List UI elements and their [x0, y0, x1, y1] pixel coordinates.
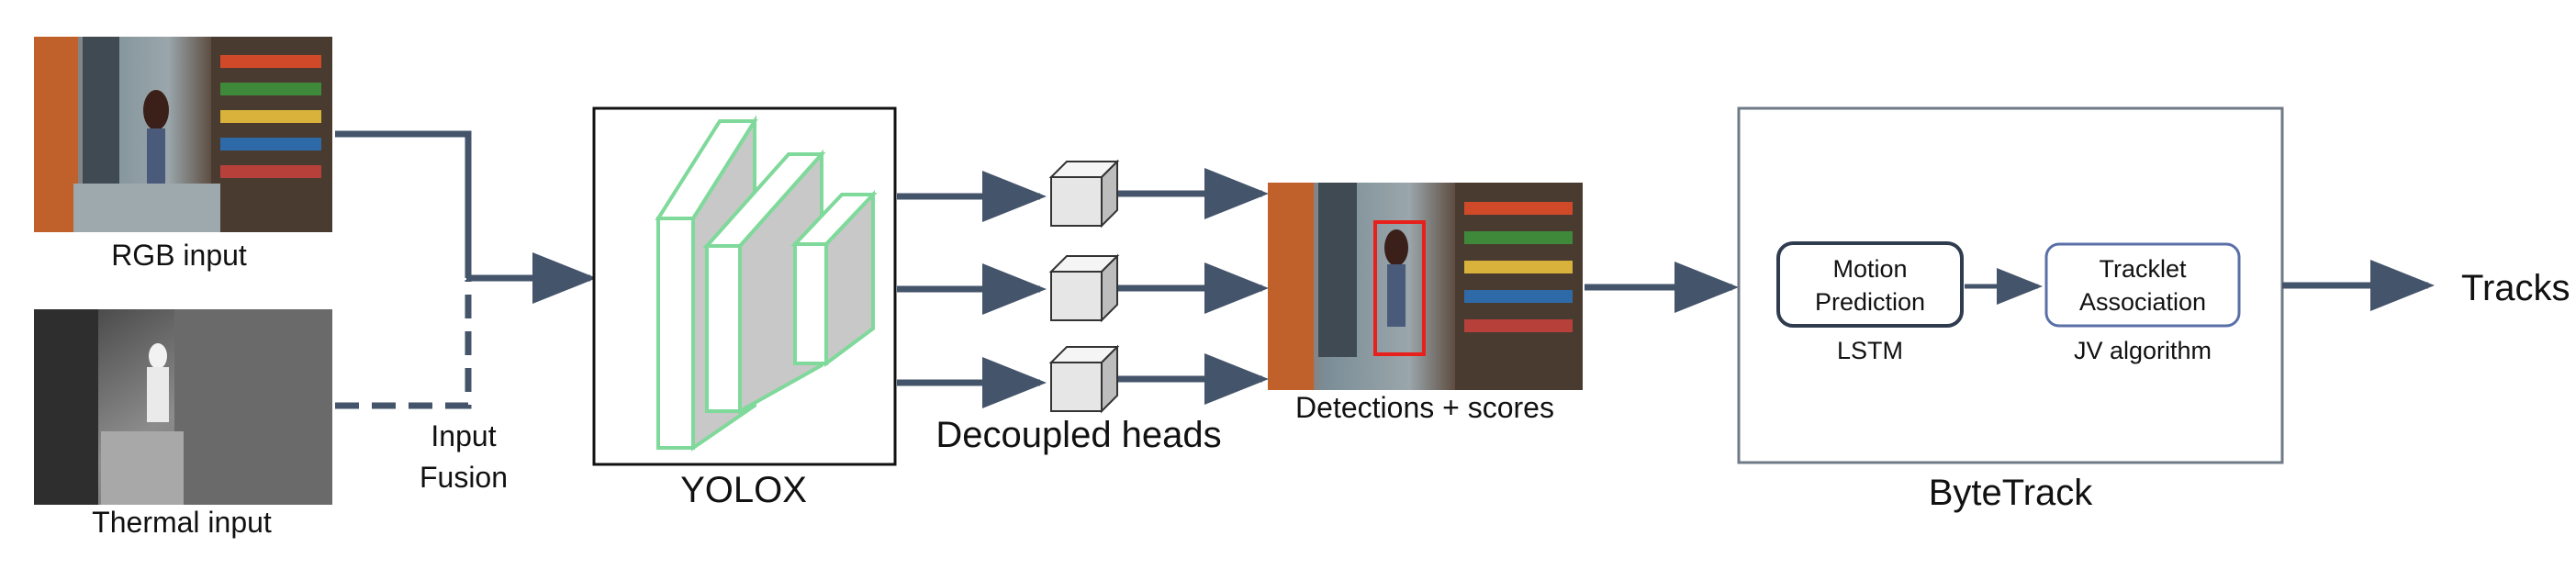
motion-prediction-label-line2: Prediction [1815, 288, 1925, 316]
input-fusion-label-line1: Input [431, 419, 496, 452]
tracklet-association-label-line2: Association [2079, 288, 2206, 316]
thermal-input-image [34, 309, 332, 505]
thermal-input-label: Thermal input [92, 506, 272, 539]
motion-prediction-sublabel: LSTM [1837, 337, 1903, 364]
tracklet-association-sublabel: JV algorithm [2074, 337, 2212, 364]
bytetrack-label: ByteTrack [1929, 473, 2094, 513]
yolox-label: YOLOX [680, 470, 807, 510]
decoupled-head-cube-bottom [1048, 344, 1120, 414]
tracklet-association-box [2044, 242, 2241, 328]
detection-bounding-box [1373, 220, 1426, 356]
rgb-connector-line [335, 130, 472, 278]
detections-label: Detections + scores [1295, 391, 1554, 424]
motion-prediction-box [1776, 241, 1964, 328]
tracks-label: Tracks [2461, 268, 2570, 308]
motion-prediction-label-line1: Motion [1832, 255, 1907, 283]
decoupled-heads-label: Decoupled heads [935, 415, 1221, 455]
rgb-input-image [34, 37, 332, 232]
thermal-connector-dashed [335, 280, 472, 409]
yolox-backbone-layers [655, 115, 878, 452]
decoupled-head-cube-mid [1048, 253, 1120, 323]
rgb-input-label: RGB input [111, 239, 247, 272]
input-fusion-label-line2: Fusion [420, 461, 508, 494]
tracklet-association-label-line1: Tracklet [2099, 255, 2187, 283]
decoupled-head-cube-top [1048, 159, 1120, 229]
